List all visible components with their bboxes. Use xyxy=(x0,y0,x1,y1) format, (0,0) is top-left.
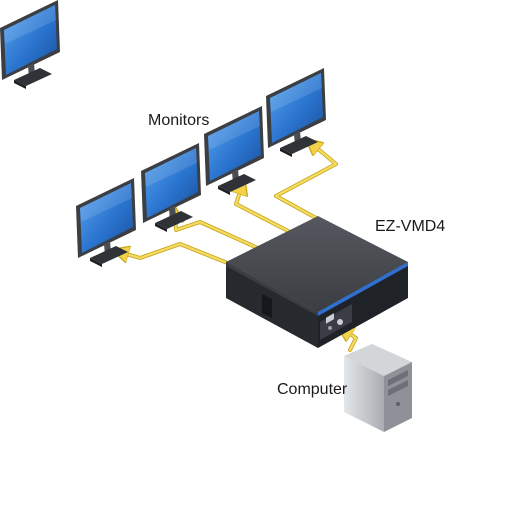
cable-from-computer xyxy=(344,330,358,352)
computer-label: Computer xyxy=(277,381,348,398)
monitor-3 xyxy=(204,106,264,195)
cable-to-monitor-3 xyxy=(236,186,292,234)
monitors-label: Monitors xyxy=(148,112,210,129)
monitor-icon xyxy=(0,0,60,89)
device-label: EZ-VMD4 xyxy=(375,218,446,235)
monitor-2 xyxy=(141,143,201,232)
cable-to-monitor-1 xyxy=(120,242,242,270)
cable-to-monitor-4 xyxy=(274,144,338,220)
video-cables xyxy=(120,144,358,352)
video-splitter-device xyxy=(226,216,408,348)
computer-tower-icon xyxy=(344,344,412,432)
monitor-4 xyxy=(266,68,326,157)
